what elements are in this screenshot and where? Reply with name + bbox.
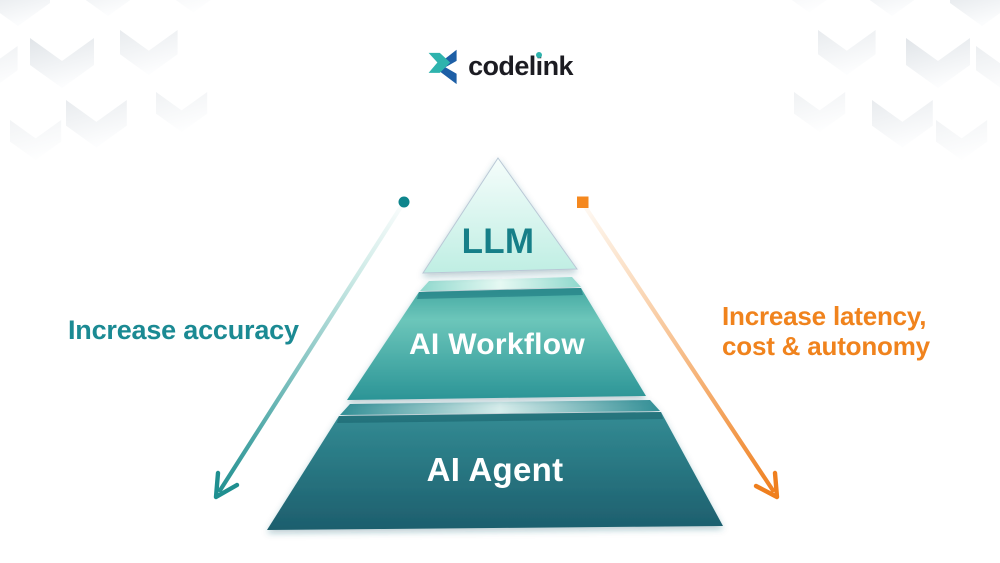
label-right-line-2: cost & autonomy xyxy=(722,331,930,361)
tier-ai-workflow-cap xyxy=(420,277,581,291)
pyramid-tier-ai-workflow: AI Workflow xyxy=(347,277,646,400)
label-increase-latency-cost-autonomy: Increase latency, cost & autonomy xyxy=(722,301,930,361)
tier-ai-workflow-face xyxy=(347,288,646,400)
tier-ai-workflow-label: AI Workflow xyxy=(409,328,585,361)
logo-text-i-dot: i xyxy=(535,50,543,81)
pyramid-tier-llm: LLM xyxy=(422,157,578,274)
tier-ai-agent-face xyxy=(267,412,723,530)
tier-llm-face xyxy=(422,157,578,274)
right-arrow xyxy=(577,196,780,500)
codelink-logo-icon xyxy=(428,49,457,84)
right-arrow-head xyxy=(753,470,780,500)
logo-text-part: nk xyxy=(542,50,574,81)
tier-ai-agent-shade xyxy=(337,412,663,423)
left-arrow xyxy=(213,196,410,500)
tier-ai-agent-cap xyxy=(340,400,660,415)
left-arrow-head xyxy=(213,470,240,500)
logo-text-part: codel xyxy=(468,50,536,81)
tier-ai-agent-label: AI Agent xyxy=(427,451,564,488)
tier-ai-workflow-shade xyxy=(417,288,583,299)
label-increase-accuracy: Increase accuracy xyxy=(68,315,299,345)
tier-llm-label: LLM xyxy=(462,222,535,261)
pyramid-tier-ai-agent: AI Agent xyxy=(267,400,723,530)
left-arrow-start-dot xyxy=(398,196,410,208)
label-right-line-1: Increase latency, xyxy=(722,301,927,331)
right-arrow-start-square xyxy=(577,196,589,208)
